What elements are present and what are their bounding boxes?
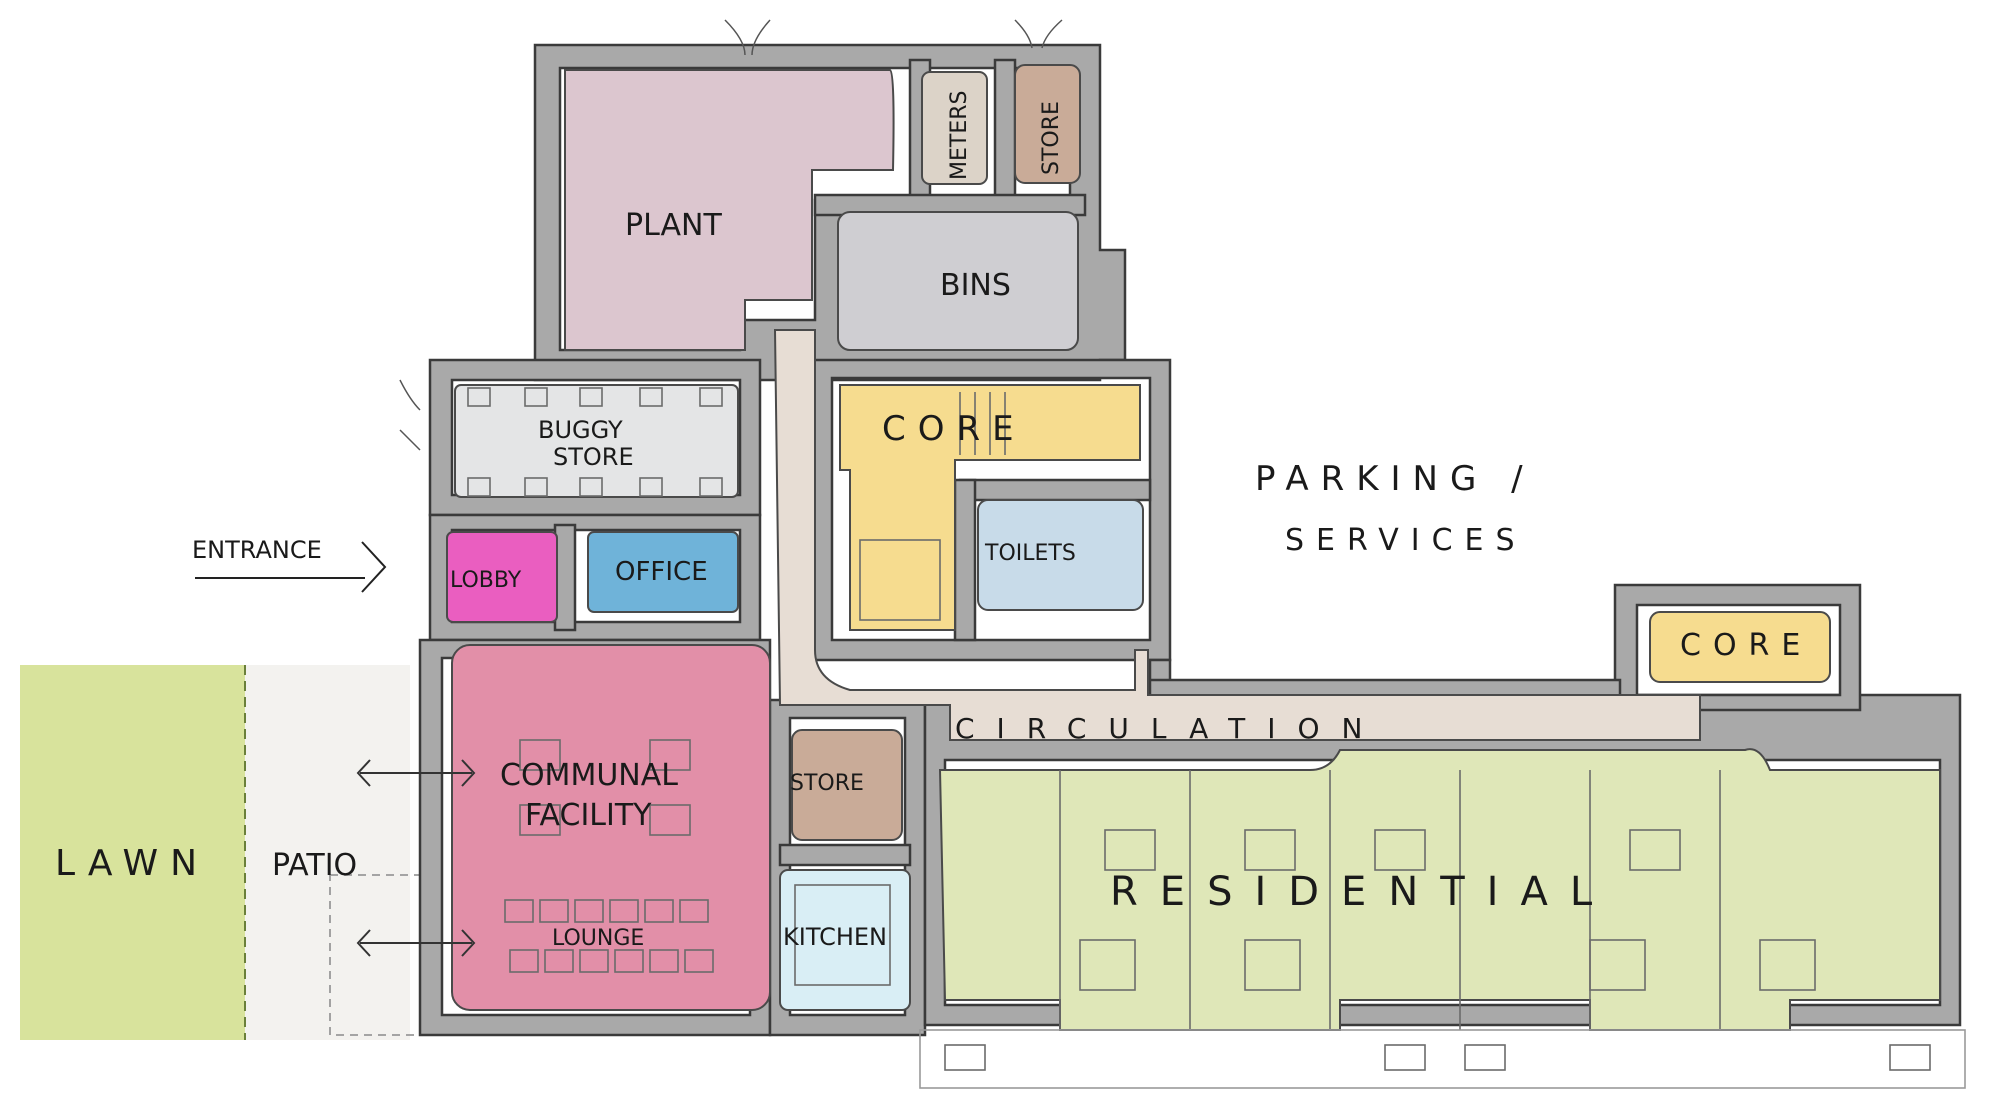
office-room <box>587 531 739 613</box>
buggy-store-label-line1: BUGGY <box>538 416 623 444</box>
meters-label: METERS <box>947 91 972 180</box>
core-east-label: CORE <box>1680 628 1812 663</box>
plant-label: PLANT <box>625 208 722 243</box>
patio-label: PATIO <box>272 848 357 883</box>
communal-room <box>451 644 771 1011</box>
parking-label-line2: SERVICES <box>1285 523 1527 558</box>
store-mid-room <box>791 729 903 841</box>
circulation-area <box>773 329 1701 741</box>
kitchen-room <box>779 869 911 1011</box>
furniture-sketch <box>467 387 1966 1089</box>
toilets-room <box>977 499 1144 611</box>
bins-label: BINS <box>940 268 1011 303</box>
lobby-label: LOBBY <box>450 568 522 593</box>
core-main-room <box>839 384 1141 631</box>
door-swings <box>399 19 1063 451</box>
circulation-label: CIRCULATION <box>955 712 1384 745</box>
patio-area <box>245 665 410 1040</box>
parking-label-line1: PARKING / <box>1255 459 1535 499</box>
buggy-store-label-line2: STORE <box>553 443 634 471</box>
lawn-label: LAWN <box>55 843 209 884</box>
toilets-label: TOILETS <box>984 541 1076 566</box>
residential-label: RESIDENTIAL <box>1110 869 1614 915</box>
communal-label-line1: COMMUNAL <box>500 758 678 793</box>
store-mid-label: STORE <box>790 771 864 796</box>
store-top-label: STORE <box>1039 101 1064 175</box>
store-top-room <box>1014 64 1081 184</box>
core-main-label: CORE <box>882 409 1026 449</box>
communal-label-line2: FACILITY <box>525 798 652 833</box>
patio-access-arrows <box>356 759 476 957</box>
lounge-label: LOUNGE <box>552 926 644 951</box>
plant-room <box>564 69 895 351</box>
lobby-room <box>446 531 558 623</box>
lawn-area <box>20 665 245 1040</box>
entrance-arrow-icon <box>195 541 387 593</box>
bins-room <box>837 211 1079 351</box>
entrance-label: ENTRANCE <box>192 536 322 564</box>
core-east-room <box>1649 611 1831 683</box>
kitchen-label: KITCHEN <box>783 923 887 951</box>
meters-room <box>921 71 988 185</box>
office-label: OFFICE <box>615 557 708 587</box>
buggy-store-room <box>454 384 739 498</box>
